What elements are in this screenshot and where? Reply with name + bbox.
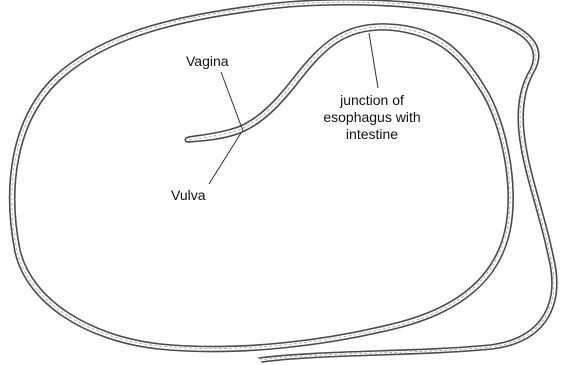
worm-body bbox=[10, 0, 557, 362]
label-junction-line2: esophagus with bbox=[316, 109, 428, 126]
label-vulva: Vulva bbox=[171, 187, 206, 204]
worm-body-inner-edge bbox=[10, 0, 557, 362]
worm-body-outer-edge bbox=[15, 5, 552, 358]
vagina-leader-line bbox=[221, 72, 243, 131]
worm-tail-tip bbox=[185, 137, 189, 142]
label-junction-line1: junction of bbox=[316, 92, 428, 109]
junction-leader-line bbox=[369, 33, 378, 88]
label-vagina: Vagina bbox=[186, 53, 229, 70]
vulva-leader-line bbox=[209, 133, 241, 184]
label-junction-esophagus-intestine: junction of esophagus with intestine bbox=[316, 92, 428, 143]
label-junction-line3: intestine bbox=[316, 126, 428, 143]
